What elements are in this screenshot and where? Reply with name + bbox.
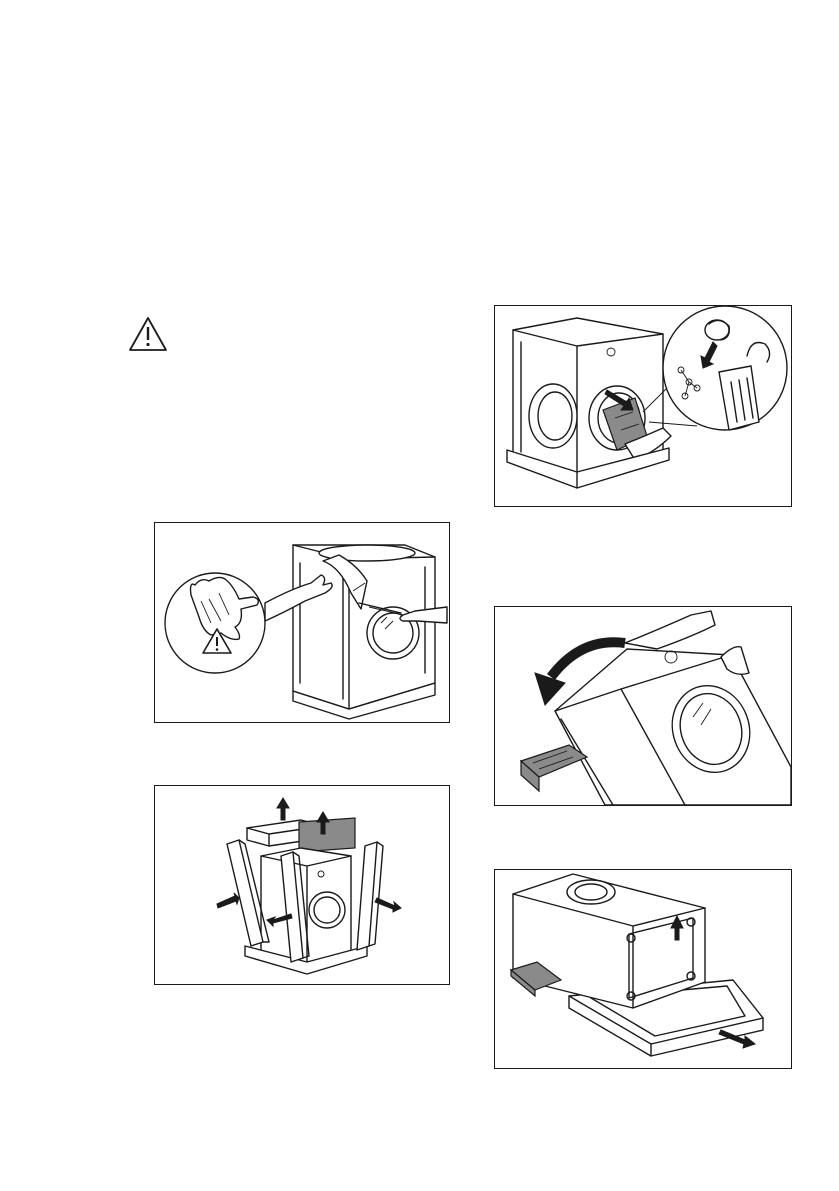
caution-warning-icon <box>128 316 168 352</box>
remove-base-illustration <box>495 870 791 1068</box>
tilt-machine-illustration <box>495 607 791 805</box>
figure-take-accessories <box>494 305 792 507</box>
figure-remove-packaging <box>154 785 450 985</box>
figure-remove-base <box>494 869 792 1069</box>
take-accessories-illustration <box>495 306 791 506</box>
remove-packaging-illustration <box>155 786 449 984</box>
remove-top-cover-illustration <box>155 523 449 722</box>
figure-tilt-machine <box>494 606 792 806</box>
figure-remove-top-cover <box>154 522 450 723</box>
